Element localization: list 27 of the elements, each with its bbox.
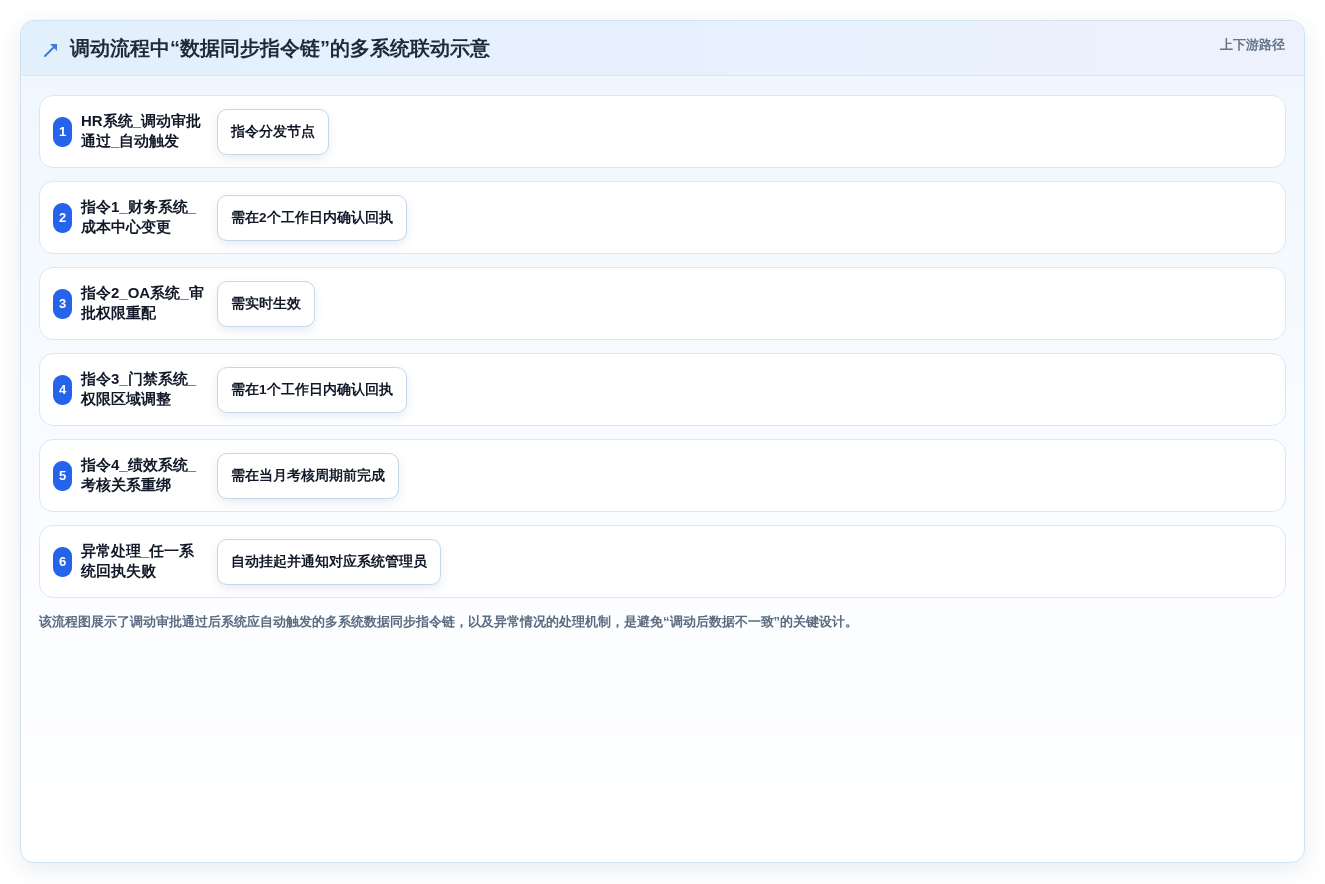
step-card: [39, 439, 1286, 512]
step-number-badge: 5: [53, 461, 72, 491]
step-text: 指令1_财务系统_成本中心变更: [81, 197, 198, 237]
note-box: 需在2个工作日内确认回执: [217, 195, 407, 241]
step-number-badge: 6: [53, 547, 72, 577]
caption-text: 该流程图展示了调动审批通过后系统应自动触发的多系统数据同步指令链，以及异常情况的处理机制，是避免“调动后数据不一致”的关键设计。: [39, 613, 858, 631]
header-label: 上下游路径: [1220, 36, 1285, 54]
note-box: 自动挂起并通知对应系统管理员: [217, 539, 441, 585]
step-card: [39, 525, 1286, 598]
step-card: [39, 267, 1286, 340]
step-number-badge: 1: [53, 117, 72, 147]
step-text: HR系统_调动审批通过_自动触发: [81, 111, 202, 151]
step-card: [39, 95, 1286, 168]
note-box: 需实时生效: [217, 281, 315, 327]
step-number-badge: 2: [53, 203, 72, 233]
step-card: [39, 181, 1286, 254]
step-text: 指令4_绩效系统_考核关系重绑: [81, 455, 198, 495]
step-number-badge: 4: [53, 375, 72, 405]
step-text: 异常处理_任一系统回执失败: [81, 541, 196, 581]
step-card: [39, 353, 1286, 426]
note-box: 需在1个工作日内确认回执: [217, 367, 407, 413]
step-text: 指令3_门禁系统_权限区域调整: [81, 369, 198, 409]
step-number-badge: 3: [53, 289, 72, 319]
note-box: 需在当月考核周期前完成: [217, 453, 399, 499]
step-text: 指令2_OA系统_审批权限重配: [81, 283, 205, 323]
title-text: 调动流程中“数据同步指令链”的多系统联动示意: [70, 36, 490, 61]
note-box: 指令分发节点: [217, 109, 329, 155]
